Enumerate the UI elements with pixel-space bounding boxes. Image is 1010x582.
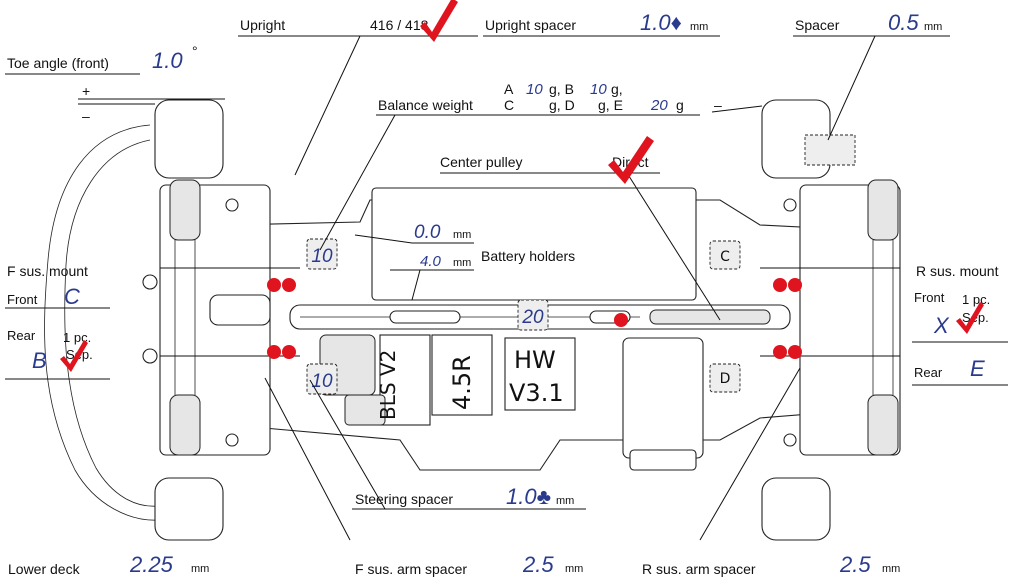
spacer-unit: mm [924, 21, 942, 33]
toe-angle-unit: ° [192, 43, 198, 59]
weight-e-value: 20 [521, 307, 544, 328]
steering-spacer-label: Steering spacer [355, 491, 453, 507]
motor-can [431, 334, 493, 416]
steering-spacer-unit: mm [556, 495, 574, 507]
front-left-wheel [154, 99, 224, 179]
suspension-pivot-dots [267, 278, 802, 359]
balance-c-prefix: C [504, 97, 514, 113]
toe-angle-value: 1.0 [152, 48, 183, 73]
r-sus-check-mark [956, 302, 984, 334]
center-pulley-label: Center pulley [440, 154, 523, 170]
rear-suspension [799, 184, 901, 456]
f-sus-rear-label: Rear [7, 328, 36, 343]
balance-b-value: 10 [590, 81, 607, 98]
lower-deck-value: 2.25 [129, 552, 174, 577]
weight-b-box [306, 363, 338, 395]
balance-b-prefix: g, B [549, 81, 574, 97]
weight-d-box [709, 363, 741, 393]
rear-shock-left [867, 179, 899, 241]
upright-spacer-label: Upright spacer [485, 17, 576, 33]
f-sus-front-value: C [64, 284, 80, 309]
f-arm-spacer-label: F sus. arm spacer [355, 561, 467, 577]
weight-a-value: 10 [311, 246, 333, 267]
r-sus-front-opt1: 1 pc. [962, 292, 990, 307]
center-pulley-check-mark [608, 136, 654, 184]
toe-minus: – [82, 108, 90, 124]
balance-minus: – [714, 97, 722, 113]
motor [379, 334, 431, 426]
upright-check-mark [420, 0, 458, 42]
f-sus-rear-value: B [32, 348, 47, 373]
center-pulley [649, 309, 771, 325]
f-arm-spacer-value: 2.5 [522, 552, 554, 577]
esc-brand: HW [514, 346, 556, 374]
esc [504, 337, 576, 411]
r-sus-rear-label: Rear [914, 365, 943, 380]
motor-turns: 4.5R [448, 355, 476, 410]
weight-d-label: D [720, 371, 731, 387]
r-sus-mount-title: R sus. mount [916, 263, 999, 279]
balance-line2-suffix: g [676, 97, 684, 113]
rear-shock-right [867, 394, 899, 456]
r-arm-spacer-label: R sus. arm spacer [642, 561, 756, 577]
balance-line1-suffix: g, [611, 81, 623, 97]
weight-e-box [517, 299, 549, 331]
r-arm-spacer-value: 2.5 [839, 552, 871, 577]
weight-b-value: 10 [311, 371, 333, 392]
f-sus-check-mark [60, 340, 88, 372]
balance-e-prefix: g, E [598, 97, 623, 113]
battery-upper-value: 0.0 [414, 222, 441, 243]
battery-upper-unit: mm [453, 229, 471, 241]
front-shock-right [169, 394, 201, 456]
r-arm-spacer-unit: mm [882, 563, 900, 575]
motor-brand: BLS V2 [376, 350, 400, 420]
front-bumper-outline [44, 124, 161, 521]
upright-spacer-value: 1.0♦ [640, 10, 682, 35]
f-sus-front-label: Front [7, 292, 38, 307]
upright-value: 416 / 418 [370, 17, 429, 33]
chassis-diagram: BLS V2 4.5R HW V3.1 C D 10 20 10 [44, 99, 901, 541]
front-right-wheel [154, 477, 224, 541]
r-sus-front-value: X [933, 313, 950, 338]
spacer-value: 0.5 [888, 10, 919, 35]
balance-d-prefix: g, D [549, 97, 575, 113]
balance-a-prefix: A [504, 81, 514, 97]
battery-lower-value: 4.0 [420, 253, 442, 270]
weight-c-box [709, 240, 741, 270]
steering-spacer-value: 1.0♣ [506, 484, 551, 509]
rear-spacer-stack [804, 134, 856, 166]
spacer-label: Spacer [795, 17, 840, 33]
lower-deck-label: Lower deck [8, 561, 81, 577]
rear-right-wheel [761, 477, 831, 541]
r-sus-rear-value: E [970, 356, 985, 381]
weight-a-box [306, 238, 338, 270]
receiver [622, 337, 704, 459]
r-sus-front-label: Front [914, 290, 945, 305]
leader-lines [5, 35, 1008, 541]
front-shock-left [169, 179, 201, 241]
balance-weight-label: Balance weight [378, 97, 473, 113]
balance-a-value: 10 [526, 81, 543, 98]
toe-plus: + [82, 83, 90, 99]
toe-angle-label: Toe angle (front) [7, 55, 109, 71]
f-arm-spacer-unit: mm [565, 563, 583, 575]
esc-version: V3.1 [509, 379, 564, 407]
weight-c-label: C [720, 249, 730, 265]
battery-holders-label: Battery holders [481, 248, 575, 264]
lower-deck-unit: mm [191, 563, 209, 575]
battery-lower-unit: mm [453, 257, 471, 269]
balance-e-value: 20 [650, 97, 668, 114]
f-sus-mount-title: F sus. mount [7, 263, 88, 279]
upright-spacer-unit: mm [690, 21, 708, 33]
upright-label: Upright [240, 17, 285, 33]
